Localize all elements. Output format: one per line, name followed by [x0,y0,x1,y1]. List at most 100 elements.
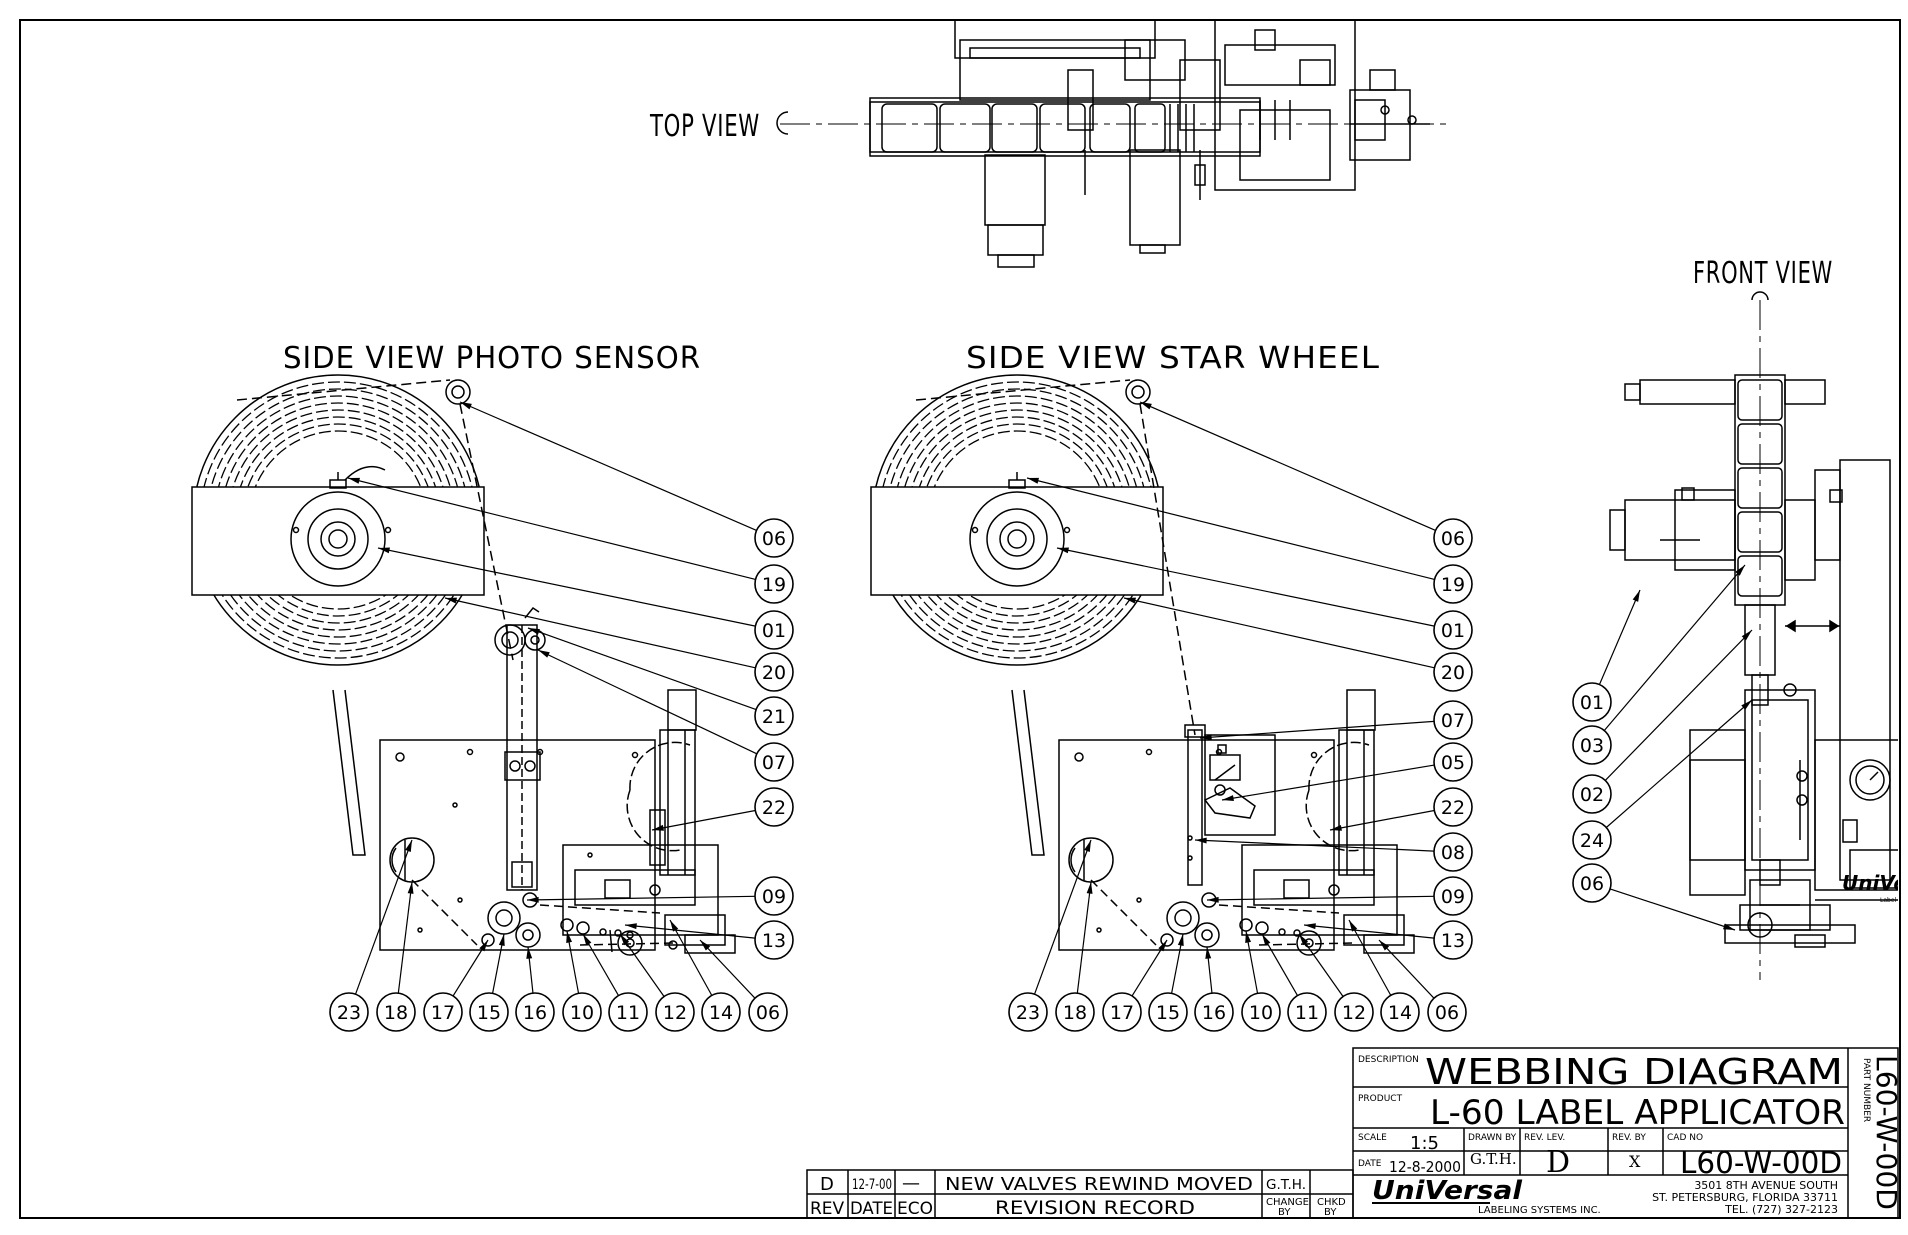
part-number-label: PART NUMBER [1861,1058,1871,1122]
photo-callout-4-label: 21 [762,706,786,728]
star-callout-5-label: 05 [1441,752,1465,774]
star-callout-2-label: 01 [1441,620,1465,642]
star-callout-3-label: 20 [1441,662,1465,684]
star-bottom-callout-2: 17 [1102,939,1168,1032]
star-bottom-callout-1-label: 18 [1063,1002,1087,1024]
date-label: DATE [1358,1159,1382,1169]
star-callout-9: 13 [1303,920,1473,960]
company-address-2: ST. PETERSBURG, FLORIDA 33711 [1652,1191,1838,1204]
photo-bottom-callout-8: 14 [669,919,741,1032]
star-callout-6: 22 [1329,787,1473,831]
photo-bottom-callout-8-label: 14 [709,1002,733,1024]
photo-bottom-callout-6-label: 11 [616,1002,640,1024]
photo-callout-0: 06 [459,401,794,558]
star-bottom-callout-6: 11 [1261,933,1327,1032]
front-callout-1-label: 03 [1580,735,1604,757]
star-bottom-callout-3: 15 [1148,933,1188,1032]
photo-bottom-callout-4: 16 [515,946,555,1032]
photo-bottom-callout-3-label: 15 [477,1002,501,1024]
revision-record-label: REVISION RECORD [995,1197,1195,1219]
star-callout-8-label: 09 [1441,886,1465,908]
star-callout-1: 19 [1026,477,1473,604]
star-bottom-callout-3-label: 15 [1156,1002,1180,1024]
eco-column-label: ECO [897,1199,933,1219]
front-callout-1: 03 [1572,564,1746,765]
photo-bottom-callout-9-label: 06 [756,1002,780,1024]
photo-callout-5-label: 07 [762,752,786,774]
star-callout-8: 09 [1206,876,1473,916]
photo-callout-1: 19 [347,477,794,604]
star-callout-0-label: 06 [1441,528,1465,550]
rev-by-label: REV. BY [1612,1133,1646,1143]
photo-bottom-callout-0: 23 [329,839,413,1032]
photo-callout-1-label: 19 [762,574,786,596]
photo-callout-6: 22 [651,787,794,831]
revision-record [806,1169,1354,1219]
photo-bottom-callout-0-label: 23 [337,1002,361,1024]
rev-lev-label: REV. LEV. [1524,1133,1565,1143]
scale-value: 1:5 [1410,1133,1439,1154]
company-address-1: 3501 8TH AVENUE SOUTH [1694,1179,1838,1192]
photo-bottom-callout-3: 15 [469,933,509,1032]
photo-callout-8-label: 13 [762,930,786,952]
star-bottom-callout-8: 14 [1348,919,1420,1032]
sheet-border [19,19,1901,1219]
star-callout-4: 07 [1199,700,1473,741]
star-bottom-callout-0-label: 23 [1016,1002,1040,1024]
photo-bottom-callout-7-label: 12 [663,1002,687,1024]
star-bottom-callout-4: 16 [1194,946,1234,1032]
front-callout-2-label: 02 [1580,784,1604,806]
photo-bottom-callout-6: 11 [582,933,648,1032]
front-callout-4-label: 06 [1580,873,1604,895]
product-value: L-60 LABEL APPLICATOR [1430,1093,1845,1133]
star-callout-5: 05 [1221,742,1473,802]
star-bottom-callout-5: 10 [1241,930,1281,1032]
star-bottom-callout-2-label: 17 [1110,1002,1134,1024]
part-number-value: L60-W-00D [1870,1055,1903,1210]
photo-bottom-callout-7: 12 [619,933,695,1032]
photo-callout-3: 20 [444,597,794,692]
star-bottom-callout-7-label: 12 [1342,1002,1366,1024]
rev-lev-value: D [1546,1145,1570,1180]
company-subtitle: LABELING SYSTEMS INC. [1478,1205,1601,1216]
revision-date: 12-7-00 [852,1177,892,1193]
front-callout-0: 01 [1572,589,1641,722]
top-view-drawing [776,19,1450,268]
star-bottom-callout-5-label: 10 [1249,1002,1273,1024]
drawn-by-label: DRAWN BY [1468,1133,1517,1143]
title-block-text: DESCRIPTION WEBBING DIAGRAM PRODUCT L-60… [1358,1052,1903,1216]
front-view-logo-sub: Label [1880,897,1897,904]
photo-sensor-view-title: SIDE VIEW PHOTO SENSOR [283,341,701,376]
description-value: WEBBING DIAGRAM [1425,1052,1843,1093]
star-callout-4-label: 07 [1441,710,1465,732]
star-callout-6-label: 22 [1441,797,1465,819]
front-view-drawing: UniVe Label [1609,291,1898,980]
top-view-title: TOP VIEW [649,109,760,144]
front-callout-3: 24 [1572,699,1753,860]
side-view-star-wheel-drawing [870,374,1415,956]
chkd-by-label: BY [1324,1207,1337,1218]
photo-bottom-callout-1-label: 18 [384,1002,408,1024]
star-callout-7-label: 08 [1441,842,1465,864]
star-bottom-callout-8-label: 14 [1388,1002,1412,1024]
photo-bottom-callout-9: 06 [699,939,788,1032]
star-callout-7: 08 [1194,832,1473,872]
star-bottom-callout-7: 12 [1298,933,1374,1032]
photo-callout-3-label: 20 [762,662,786,684]
star-callout-3: 20 [1123,597,1473,692]
photo-bottom-callout-1: 18 [376,881,416,1032]
drawn-by-value: G.T.H. [1470,1150,1517,1168]
revision-record-text: D 12-7-00 — NEW VALVES REWIND MOVED G.T.… [810,1173,1346,1219]
change-by-label: CHANGE [1266,1197,1309,1208]
change-by-label-2: BY [1278,1207,1291,1218]
scale-label: SCALE [1358,1133,1387,1143]
side-view-photo-sensor-drawing [191,374,736,956]
product-label: PRODUCT [1358,1094,1403,1104]
rev-by-value: X [1629,1152,1641,1171]
star-bottom-callout-4-label: 16 [1202,1002,1226,1024]
photo-callout-8: 13 [624,920,794,960]
photo-bottom-callout-5-label: 10 [570,1002,594,1024]
front-callout-3-label: 24 [1580,830,1604,852]
front-view-title: FRONT VIEW [1693,256,1833,291]
photo-callout-2: 01 [377,547,794,650]
